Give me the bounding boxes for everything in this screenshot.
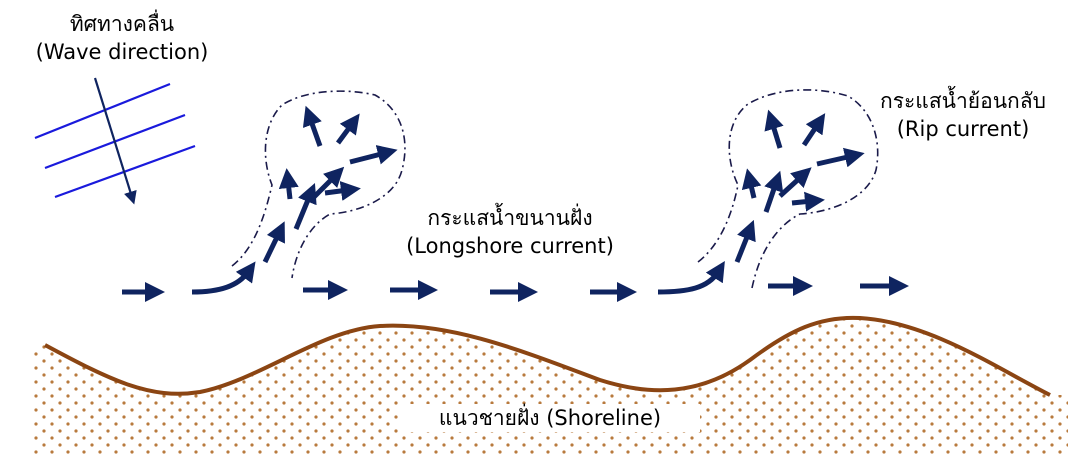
- arrow-icon: [734, 219, 756, 263]
- shoreline-text: แนวชายฝั่ง (Shoreline): [438, 406, 662, 430]
- beach-sand-area: [30, 317, 1068, 456]
- arrow-icon: [778, 167, 812, 198]
- arrow-icon: [278, 168, 299, 200]
- arrow-icon: [293, 182, 317, 230]
- arrow-icon: [763, 170, 784, 213]
- arrow-icon: [657, 260, 725, 295]
- longshore-current-thai: กระแสน้ำขนานฝั่ง: [427, 206, 593, 230]
- rip-current-outline-right: [697, 89, 879, 289]
- shoreline-curve: [44, 315, 1051, 397]
- rip-current-arrows-left: [262, 105, 398, 264]
- arrow-icon: [262, 221, 285, 264]
- arrow-icon: [741, 168, 762, 199]
- wave-direction-arrow: [93, 77, 137, 205]
- rip-current-outline-left: [231, 90, 406, 279]
- arrow-icon: [764, 109, 784, 149]
- arrow-icon: [191, 261, 256, 295]
- wave-direction-label: ทิศทางคลื่น (Wave direction): [2, 10, 242, 66]
- arrow-icon: [335, 113, 360, 145]
- rip-current-thai: กระแสน้ำย้อนกลับ: [880, 89, 1046, 113]
- rip-current-arrows-right: [734, 109, 865, 263]
- wave-direction-en: (Wave direction): [35, 40, 209, 64]
- arrow-icon: [302, 105, 323, 147]
- rip-current-en: (Rip current): [896, 117, 1030, 141]
- arrow-icon: [801, 113, 826, 147]
- longshore-current-en: (Longshore current): [406, 234, 614, 258]
- shoreline-label: แนวชายฝั่ง (Shoreline): [400, 404, 700, 432]
- arrow-icon: [349, 145, 398, 165]
- rip-current-label: กระแสน้ำย้อนกลับ (Rip current): [858, 87, 1068, 143]
- wave-direction-thai: ทิศทางคลื่น: [69, 12, 175, 36]
- arrow-icon: [310, 166, 345, 201]
- arrow-icon: [791, 191, 825, 212]
- longshore-current-arrows: [122, 260, 910, 302]
- arrow-icon: [324, 180, 361, 201]
- arrow-icon: [816, 147, 865, 168]
- wave-crest-line: [34, 82, 171, 140]
- longshore-current-label: กระแสน้ำขนานฝั่ง (Longshore current): [370, 204, 650, 260]
